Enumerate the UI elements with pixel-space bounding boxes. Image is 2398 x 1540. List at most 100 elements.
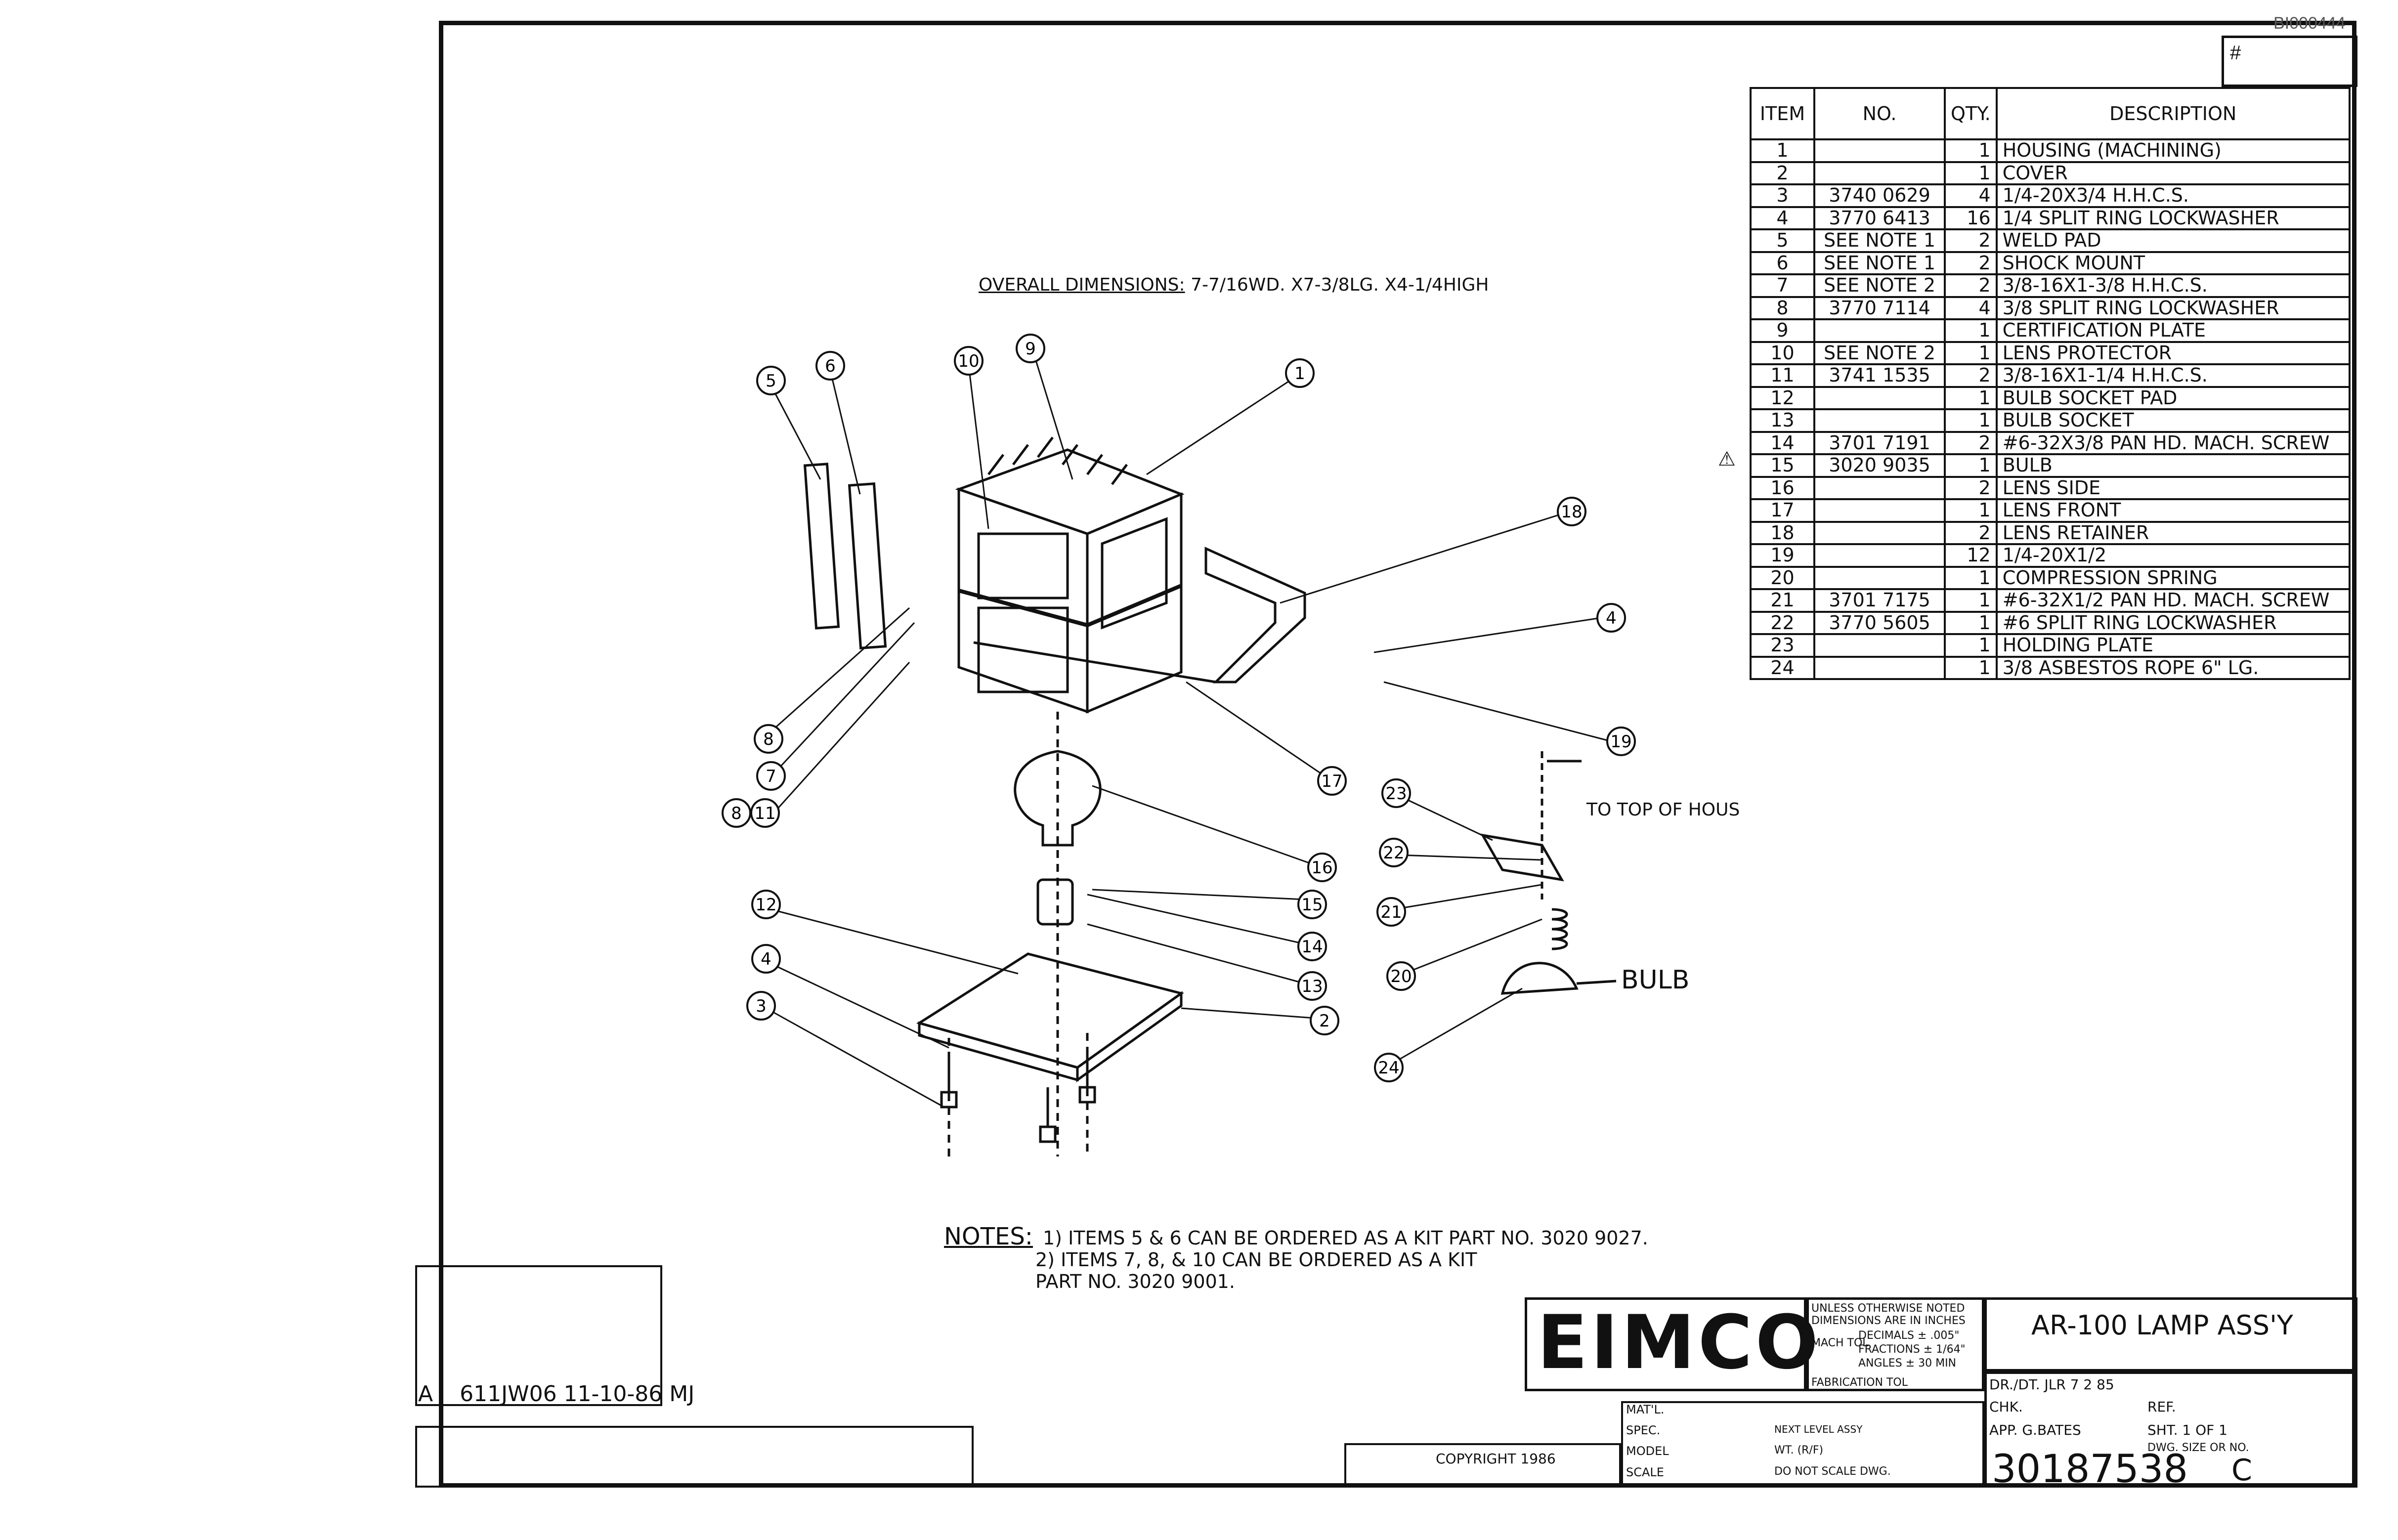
part-no-cell: SEE NOTE 1: [1813, 251, 1946, 275]
item-cell: 9: [1750, 318, 1815, 343]
svg-text:23: 23: [1385, 784, 1407, 804]
svg-text:4: 4: [761, 949, 771, 969]
dwg-size-label: DWG. SIZE OR NO.: [2147, 1442, 2249, 1454]
copyright-box: [1344, 1443, 1621, 1488]
qty-cell: 2: [1944, 430, 1998, 455]
description-cell: LENS PROTECTOR: [1995, 341, 2351, 365]
item-cell: 13: [1750, 408, 1815, 433]
callout-11: 11: [750, 798, 780, 828]
callout-19: 19: [1606, 727, 1636, 756]
tolerance-fractions: FRACTIONS ± 1/64": [1858, 1343, 1966, 1356]
caution-icon: ⚠: [1718, 448, 1736, 470]
callout-8a: 8: [754, 724, 783, 754]
part-no-cell: 3701 7175: [1813, 588, 1946, 613]
qty-cell: 12: [1944, 543, 1998, 568]
part-no-cell: 3741 1535: [1813, 363, 1946, 388]
callout-18: 18: [1557, 497, 1586, 526]
approval-box: [1984, 1371, 2357, 1488]
item-cell: 22: [1750, 610, 1815, 635]
callout-6: 6: [815, 351, 845, 381]
svg-text:8: 8: [763, 729, 774, 749]
part-no-cell: [1813, 543, 1946, 568]
item-cell: 2: [1750, 161, 1815, 185]
item-cell: 8: [1750, 296, 1815, 320]
header-no: NO.: [1813, 87, 1946, 140]
fabrication-tolerance: FABRICATION TOL: [1811, 1376, 1908, 1389]
item-cell: 1: [1750, 138, 1815, 163]
description-cell: HOLDING PLATE: [1995, 633, 2351, 658]
qty-cell: 16: [1944, 206, 1998, 230]
part-no-cell: 3701 7191: [1813, 430, 1946, 455]
svg-text:17: 17: [1321, 771, 1342, 791]
part-no-cell: 3740 0629: [1813, 183, 1946, 208]
qty-cell: 4: [1944, 183, 1998, 208]
drawing-number: 30187538: [1992, 1447, 2188, 1492]
part-no-cell: [1813, 138, 1946, 163]
sheet-number: SHT. 1 OF 1: [2147, 1422, 2227, 1438]
description-cell: HOUSING (MACHINING): [1995, 138, 2351, 163]
drawing-frame: [439, 21, 2356, 1488]
screw-part: [940, 1048, 1096, 1143]
copyright: COPYRIGHT 1986: [1436, 1451, 1556, 1467]
part-no-cell: 3770 6413: [1813, 206, 1946, 230]
part-no-cell: [1813, 565, 1946, 590]
logo-box: [1525, 1297, 1806, 1391]
overall-dimensions-value: 7-7/16WD. X7-3/8LG. X4-1/4HIGH: [1191, 275, 1489, 295]
drawing-size: C: [2231, 1453, 2252, 1488]
part-no-cell: [1813, 498, 1946, 523]
svg-text:6: 6: [825, 356, 836, 376]
qty-cell: 2: [1944, 520, 1998, 545]
svg-text:22: 22: [1383, 843, 1404, 863]
qty-cell: 1: [1944, 633, 1998, 658]
qty-cell: 2: [1944, 251, 1998, 275]
qty-cell: 1: [1944, 610, 1998, 635]
description-cell: LENS SIDE: [1995, 475, 2351, 500]
svg-text:12: 12: [755, 895, 776, 915]
description-cell: CERTIFICATION PLATE: [1995, 318, 2351, 343]
qty-cell: 1: [1944, 565, 1998, 590]
material: MAT'L.: [1626, 1403, 1665, 1416]
description-cell: #6 SPLIT RING LOCKWASHER: [1995, 610, 2351, 635]
description-cell: BULB SOCKET: [1995, 408, 2351, 433]
description-cell: LENS FRONT: [1995, 498, 2351, 523]
parts-catalog-block: [415, 1426, 974, 1488]
callout-9: 9: [1016, 334, 1045, 363]
part-no-cell: [1813, 520, 1946, 545]
callout-4a: 4: [1596, 603, 1626, 633]
part-no-cell: SEE NOTE 1: [1813, 228, 1946, 253]
exploded-assembly-drawing: 1 5 6 10 9 18 4 19 8 7 8 11 12 4 3 17 16…: [722, 334, 1740, 1156]
description-cell: 3/8-16X1-1/4 H.H.C.S.: [1995, 363, 2351, 388]
callout-bubbles: 1 5 6 10 9 18 4 19 8 7 8 11 12 4 3 17 16…: [722, 334, 1636, 1082]
svg-text:3: 3: [756, 996, 767, 1016]
callout-12: 12: [751, 890, 781, 919]
qty-cell: 1: [1944, 138, 1998, 163]
revision-entry: A 611JW06 11-10-86 MJ: [418, 1381, 694, 1407]
callout-1: 1: [1285, 358, 1315, 388]
svg-text:13: 13: [1301, 977, 1323, 996]
next-level-assy: NEXT LEVEL ASSY: [1774, 1423, 1863, 1435]
overall-dimensions-label: OVERALL DIMENSIONS:: [979, 275, 1185, 295]
description-cell: LENS RETAINER: [1995, 520, 2351, 545]
qty-cell: 1: [1944, 385, 1998, 410]
item-cell: 20: [1750, 565, 1815, 590]
description-cell: #6-32X1/2 PAN HD. MACH. SCREW: [1995, 588, 2351, 613]
callout-22: 22: [1379, 838, 1409, 867]
qty-cell: 2: [1944, 228, 1998, 253]
callout-10: 10: [954, 346, 984, 376]
item-cell: 15: [1750, 453, 1815, 478]
